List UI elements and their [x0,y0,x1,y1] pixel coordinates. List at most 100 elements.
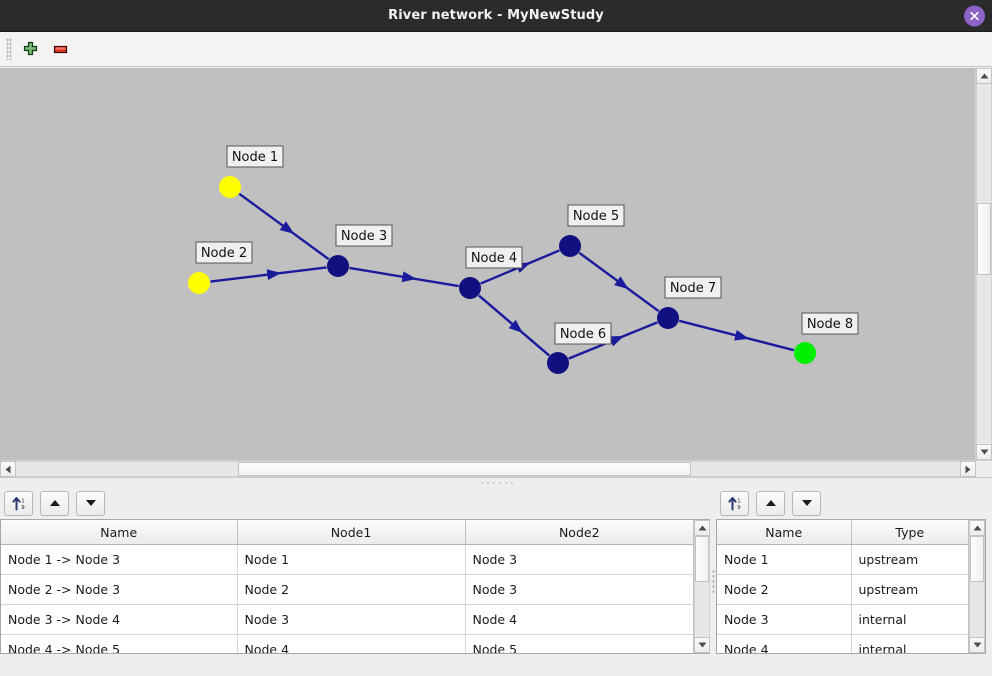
vertical-scroll-thumb[interactable] [977,202,991,275]
branch-move-down-button[interactable] [76,490,105,516]
node-sort-button[interactable]: 1 9 [720,490,749,516]
table-cell[interactable]: Node 4 -> Node 5 [1,634,238,653]
add-node-button[interactable] [15,35,45,63]
graph-node-node6[interactable] [547,352,569,374]
node-label-text: Node 4 [471,251,517,266]
horizontal-scroll-track[interactable] [16,461,960,477]
table-cell[interactable]: upstream [851,544,969,575]
tables-divider[interactable] [710,487,716,676]
table-cell[interactable]: Node 3 [465,574,693,605]
node-layer [188,176,816,374]
node-scroll-down-button[interactable] [969,637,986,653]
node-label-layer: Node 1 Node 2 Node 3 Node 4 Node 5 Node 6 Node… [195,145,859,345]
branch-scroll-down-button[interactable] [694,637,710,653]
network-canvas[interactable]: Node 1 Node 2 Node 3 Node 4 Node 5 Node 6 Node… [0,68,975,460]
close-button[interactable] [964,5,985,26]
node-label-node6[interactable]: Node 6 [554,322,612,345]
table-cell[interactable]: Node 4 [465,604,693,635]
node-label-node4[interactable]: Node 4 [465,246,523,269]
scroll-down-button[interactable] [976,444,992,460]
node-label-node3[interactable]: Node 3 [335,224,393,247]
table-cell[interactable]: Node 3 -> Node 4 [1,604,238,635]
graph-node-node7[interactable] [657,307,679,329]
canvas-vertical-scrollbar[interactable] [975,68,992,460]
column-header-type[interactable]: Type [851,520,969,545]
graph-node-node2[interactable] [188,272,210,294]
svg-text:1: 1 [21,498,24,504]
node-move-down-button[interactable] [792,490,821,516]
node-scroll-thumb[interactable] [970,536,985,583]
column-header-name[interactable]: Name [717,520,852,545]
graph-node-node8[interactable] [794,342,816,364]
branch-scroll-up-button[interactable] [694,520,710,536]
table-cell[interactable]: internal [851,604,969,635]
node-label-text: Node 3 [341,229,387,244]
node-scroll-track[interactable] [969,536,986,637]
branch-table-scrollbar[interactable] [693,520,710,653]
node-scroll-up-button[interactable] [969,520,986,536]
table-cell[interactable]: Node 4 [717,634,852,653]
table-cell[interactable]: Node 2 -> Node 3 [1,574,238,605]
scroll-right-button[interactable] [960,461,976,477]
branch-scroll-thumb[interactable] [695,536,709,583]
scroll-up-button[interactable] [976,68,992,84]
table-cell[interactable]: Node 2 [237,574,466,605]
graph-node-node3[interactable] [327,255,349,277]
node-label-node1[interactable]: Node 1 [226,145,284,168]
table-cell[interactable]: Node 1 [237,544,466,575]
column-header-name[interactable]: Name [1,520,238,545]
table-cell[interactable]: Node 3 [465,544,693,575]
node-table-scrollbar[interactable] [968,520,986,653]
close-icon [970,11,979,20]
table-cell[interactable]: Node 3 [237,604,466,635]
node-label-node5[interactable]: Node 5 [567,204,625,227]
canvas-horizontal-scrollbar[interactable] [0,460,992,477]
table-cell[interactable]: Node 5 [465,634,693,653]
toolbar-grip[interactable] [6,38,12,60]
node-label-text: Node 8 [807,317,853,332]
branch-sort-button[interactable]: 1 9 [4,490,33,516]
node-label-node7[interactable]: Node 7 [664,276,722,299]
table-cell[interactable]: Node 4 [237,634,466,653]
pane-splitter[interactable] [0,477,992,487]
vertical-scroll-track[interactable] [976,84,992,444]
graph-node-node1[interactable] [219,176,241,198]
column-header-node2[interactable]: Node2 [465,520,693,545]
table-cell[interactable]: Node 2 [717,574,852,605]
table-cell[interactable]: Node 3 [717,604,852,635]
network-graph[interactable]: Node 1 Node 2 Node 3 Node 4 Node 5 Node 6 Node… [0,69,975,460]
table-cell[interactable]: upstream [851,574,969,605]
node-label-node2[interactable]: Node 2 [195,241,253,264]
node-label-node8[interactable]: Node 8 [801,312,859,335]
graph-node-node5[interactable] [559,235,581,257]
graph-node-node4[interactable] [459,277,481,299]
branch-scroll-track[interactable] [694,536,710,637]
table-cell[interactable]: Node 1 -> Node 3 [1,544,238,575]
edge-arrow-icon [608,336,624,347]
triangle-down-icon [801,500,812,506]
table-cell[interactable]: Node 1 [717,544,852,575]
column-header-node1[interactable]: Node1 [237,520,466,545]
horizontal-scroll-thumb[interactable] [237,462,691,476]
table-cell[interactable]: internal [851,634,969,653]
scroll-left-button[interactable] [0,461,16,477]
node-move-up-button[interactable] [756,490,785,516]
branch-move-up-button[interactable] [40,490,69,516]
remove-node-button[interactable] [45,35,75,63]
